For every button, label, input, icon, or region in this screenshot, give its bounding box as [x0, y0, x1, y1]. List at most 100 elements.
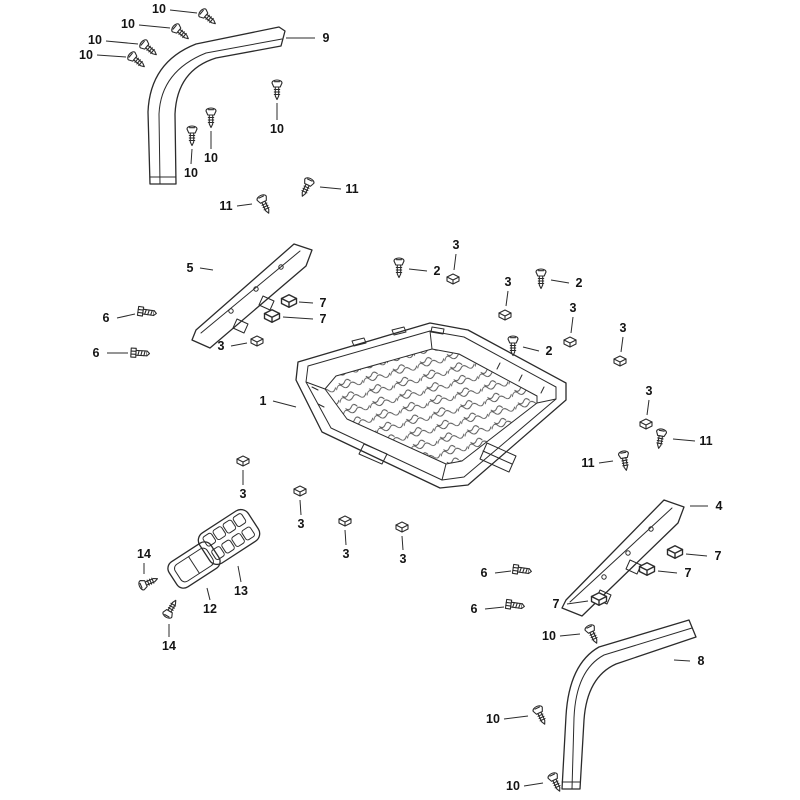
- callout-label-3: 3: [400, 552, 407, 566]
- clip-icon: [395, 521, 409, 533]
- part-8-inner-line: [571, 627, 693, 790]
- part-13-hole: [212, 526, 227, 541]
- callout-leader-line: [453, 253, 457, 271]
- bolt-icon: [511, 563, 533, 577]
- callout-label-2: 2: [434, 264, 441, 278]
- clip-icon: [613, 355, 627, 367]
- callout-leader-line: [598, 460, 614, 464]
- callout-leader-line: [206, 587, 211, 601]
- callout-label-8: 8: [698, 654, 705, 668]
- callout-leader-line: [559, 633, 581, 637]
- part-4-tab: [625, 559, 642, 575]
- screw-icon: [297, 175, 316, 199]
- callout-label-3: 3: [298, 517, 305, 531]
- part-1-cargo-bed: [295, 322, 567, 489]
- callout-leader-line: [484, 606, 505, 610]
- bed-stake-pocket: [430, 326, 445, 335]
- bed-inner-rim: [305, 330, 557, 481]
- screw-icon: [136, 573, 160, 592]
- screw-icon: [125, 49, 149, 72]
- bed-rail-ticks: [311, 362, 545, 408]
- callout-leader-line: [503, 715, 529, 720]
- screw-icon: [271, 79, 283, 101]
- callout-leader-line: [299, 499, 302, 516]
- callout-label-10: 10: [204, 151, 218, 165]
- callout-leader-line: [298, 301, 314, 304]
- callout-label-10: 10: [270, 122, 284, 136]
- part-8-right-rear-fender: [561, 619, 697, 790]
- callout-label-6: 6: [93, 346, 100, 360]
- screw-icon: [535, 268, 547, 290]
- callout-label-6: 6: [103, 311, 110, 325]
- part-5-left-side-rail: [191, 243, 313, 349]
- callout-label-6: 6: [481, 566, 488, 580]
- callout-label-3: 3: [343, 547, 350, 561]
- callout-leader-line: [282, 316, 314, 320]
- callout-leader-line: [199, 267, 214, 271]
- callout-leader-line: [550, 279, 570, 284]
- part-5-tab: [232, 318, 249, 334]
- part-4-hole: [625, 550, 631, 556]
- part-12-outline: [167, 541, 221, 589]
- callout-label-11: 11: [699, 434, 712, 448]
- callout-label-10: 10: [542, 629, 556, 643]
- callout-leader-line: [408, 268, 428, 272]
- part-4-right-side-rail: [561, 499, 685, 617]
- clip-icon: [498, 309, 512, 321]
- bed-stake-pocket: [351, 337, 367, 347]
- part-4-hole: [648, 526, 654, 532]
- callout-label-10: 10: [184, 166, 198, 180]
- callout-label-3: 3: [218, 339, 225, 353]
- part-4-inner-line: [569, 507, 673, 603]
- callout-label-3: 3: [620, 321, 627, 335]
- callout-label-10: 10: [506, 779, 520, 793]
- callout-label-9: 9: [323, 31, 330, 45]
- screw-icon: [546, 770, 565, 794]
- part-5-hole: [253, 286, 259, 292]
- callout-label-12: 12: [203, 602, 217, 616]
- callout-label-11: 11: [581, 456, 594, 470]
- part-13-hole: [241, 526, 255, 541]
- part-12-divider: [188, 556, 200, 574]
- callout-leader-line: [344, 529, 347, 546]
- clip-icon: [446, 273, 460, 285]
- bed-front-bracket: [479, 442, 517, 473]
- callout-leader-line: [319, 186, 342, 190]
- callout-label-7: 7: [320, 296, 327, 310]
- callout-leader-line: [523, 782, 544, 787]
- callout-leader-line: [522, 346, 540, 352]
- clip-icon: [590, 592, 608, 606]
- callout-leader-line: [570, 316, 574, 334]
- clip-icon: [638, 562, 656, 576]
- part-5-outline: [191, 243, 313, 349]
- part-13-vent-grille: [197, 508, 261, 566]
- callout-leader-line: [505, 290, 509, 307]
- callout-leader-line: [138, 24, 171, 29]
- part-9-inner-line: [158, 38, 283, 185]
- bed-floor-tread: [324, 348, 538, 465]
- part-9-outline: [147, 26, 286, 185]
- bed-outer-rim: [295, 322, 567, 489]
- bed-stake-pocket: [391, 326, 407, 336]
- callout-leader-line: [401, 535, 404, 551]
- part-13-hole: [231, 533, 245, 547]
- clip-icon: [338, 515, 352, 527]
- callout-label-10: 10: [152, 2, 166, 16]
- callout-leader-line: [566, 600, 589, 605]
- callout-leader-line: [116, 313, 136, 319]
- callout-label-7: 7: [685, 566, 692, 580]
- callout-leader-line: [685, 553, 708, 557]
- callout-leader-line: [646, 399, 650, 416]
- part-8-outline: [561, 619, 697, 790]
- callout-leader-line: [96, 54, 127, 58]
- clip-icon: [563, 336, 577, 348]
- callout-leader-line: [272, 400, 297, 408]
- callout-leader-line: [236, 203, 253, 207]
- callout-label-10: 10: [79, 48, 93, 62]
- callout-label-14: 14: [137, 547, 151, 561]
- clip-icon: [639, 418, 653, 430]
- bolt-icon: [504, 598, 526, 612]
